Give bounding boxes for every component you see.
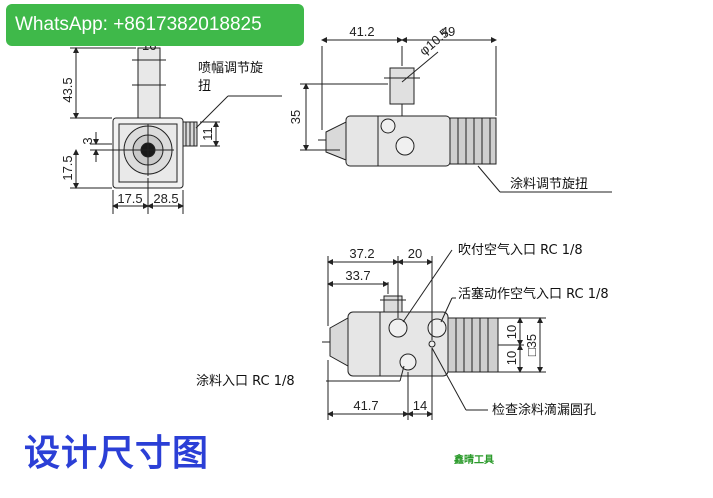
callout-drip-check-hole: 检查涂料滴漏圆孔 (492, 402, 596, 418)
front-dim-width-left: 17.5 (117, 191, 142, 206)
front-dim-lower: 17.5 (60, 155, 75, 180)
bottom-dim-20: 20 (408, 246, 422, 261)
front-dim-height-total: 43.5 (60, 77, 75, 102)
callout-blow-air-inlet: 吹付空气入口 RC 1/8 (458, 242, 583, 258)
front-callout-line2: 扭 (198, 79, 211, 94)
bottom-dim-square-35: □35 (524, 334, 539, 356)
callout-piston-air-inlet: 活塞动作空气入口 RC 1/8 (458, 286, 609, 302)
side-dim-width-body: 41.2 (349, 24, 374, 39)
front-view (70, 43, 282, 214)
bottom-dim-14: 14 (413, 398, 427, 413)
whatsapp-watermark: WhatsApp: +8617382018825 (6, 4, 304, 46)
bottom-dim-37-2: 37.2 (349, 246, 374, 261)
callout-paint-inlet: 涂料入口 RC 1/8 (196, 373, 295, 389)
footer-title: 设计尺寸图 (24, 433, 210, 474)
brand-label: 鑫晴工具 (454, 455, 494, 466)
front-dim-knob: 11 (200, 127, 215, 141)
side-dim-height: 35 (288, 110, 303, 124)
bottom-view (322, 249, 546, 420)
bottom-dim-10-upper: 10 (504, 325, 519, 339)
bottom-dim-33-7: 33.7 (345, 268, 370, 283)
front-callout-line1: 喷幅调节旋 (198, 61, 263, 76)
side-callout: 涂料调节旋扭 (510, 176, 588, 192)
front-dim-width-right: 28.5 (153, 191, 178, 206)
side-dim-width-rear: 49 (441, 24, 455, 39)
bottom-dim-41-7: 41.7 (353, 398, 378, 413)
bottom-dim-10-lower: 10 (504, 351, 519, 365)
side-view (300, 37, 612, 193)
front-dim-small: 3 (80, 137, 95, 144)
